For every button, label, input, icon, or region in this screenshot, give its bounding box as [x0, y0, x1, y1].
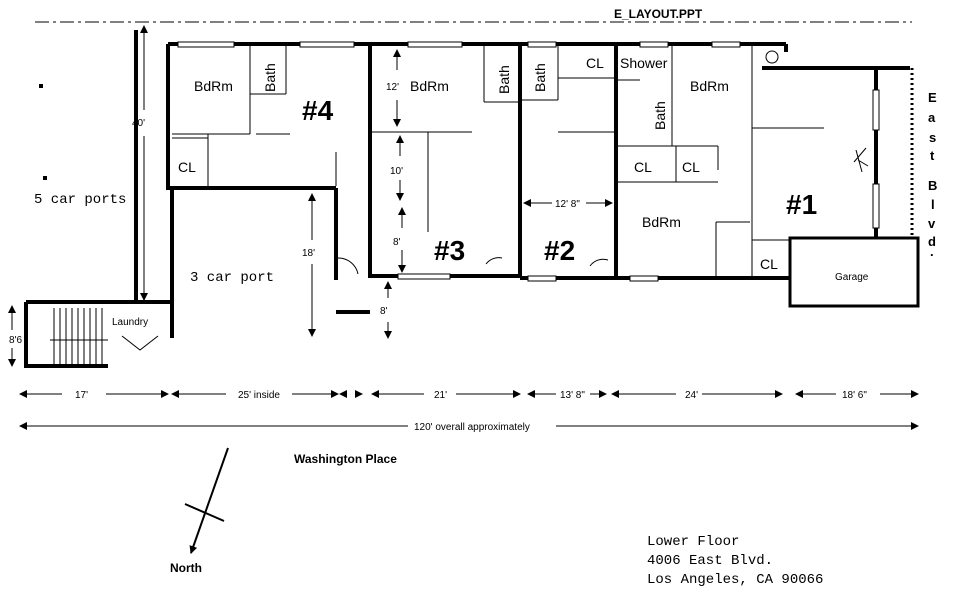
unit-label-2: #2	[544, 235, 575, 266]
carport-marker	[43, 176, 47, 180]
room-label-bath: Bath	[532, 63, 548, 92]
street-letter: a	[928, 110, 936, 125]
carport-marker	[39, 84, 43, 88]
dim-8b: 8'	[380, 306, 388, 317]
room-label-car-ports-5: 5 car ports	[34, 192, 126, 208]
room-label-bath: Bath	[652, 101, 668, 130]
room-label-bath: Bath	[496, 65, 512, 94]
unit-label-4: #4	[302, 95, 334, 126]
dim-18: 18'	[302, 248, 315, 259]
room-label-bath: Bath	[262, 63, 278, 92]
dim-10: 10'	[390, 166, 403, 177]
street-label-washington-place: Washington Place	[294, 452, 397, 466]
street-letter: l	[931, 197, 935, 212]
dim-12: 12'	[386, 82, 399, 93]
walls	[24, 30, 910, 368]
dim-overall: 120' overall approximately	[414, 422, 530, 433]
stairs	[50, 308, 159, 364]
room-label-cl: CL	[586, 55, 604, 71]
room-labels: BdRm Bath CL BdRm Bath Bath CL Shower Bd…	[34, 55, 869, 328]
windows	[177, 41, 880, 282]
street-letter: B	[928, 178, 937, 193]
room-label-garage: Garage	[835, 272, 869, 283]
room-label-cl: CL	[682, 159, 700, 175]
dim-12-8: 12' 8"	[555, 199, 580, 210]
address-line-3: Los Angeles, CA 90066	[647, 572, 823, 588]
street-letter: t	[930, 148, 935, 163]
north-label: North	[170, 561, 202, 575]
dim-8-6: 8'6	[9, 335, 22, 346]
room-label-bdrm: BdRm	[690, 78, 729, 94]
garage-room	[788, 236, 920, 308]
dim-seg-18-6: 18' 6"	[842, 390, 867, 401]
street-letter: v	[928, 216, 936, 231]
unit-labels: #4 #3 #2 #1	[302, 95, 817, 266]
room-label-cl: CL	[760, 256, 778, 272]
dim-seg-17: 17'	[75, 390, 88, 401]
street-letter: E	[928, 90, 937, 105]
room-label-bdrm: BdRm	[410, 78, 449, 94]
doors	[337, 147, 869, 275]
interior-walls	[172, 46, 824, 276]
room-label-cl: CL	[634, 159, 652, 175]
room-label-cl: CL	[178, 159, 196, 175]
street-letter: d	[928, 234, 936, 249]
dim-40: 40'	[132, 118, 145, 129]
unit-label-1: #1	[786, 189, 817, 220]
dim-seg-21: 21'	[434, 390, 447, 401]
room-label-bdrm: BdRm	[194, 78, 233, 94]
room-label-laundry: Laundry	[112, 317, 148, 328]
dim-seg-24: 24'	[685, 390, 698, 401]
unit-label-3: #3	[434, 235, 465, 266]
dim-seg-25: 25' inside	[238, 390, 280, 401]
dim-seg-13-8: 13' 8"	[560, 390, 585, 401]
address-line-2: 4006 East Blvd.	[647, 553, 773, 569]
dim-8a: 8'	[393, 237, 401, 248]
room-label-car-port-3: 3 car port	[190, 270, 274, 286]
north-arrow-icon	[184, 447, 229, 554]
dimension-lines: 40' 12' 10' 8' 8' 18' 12' 8" 8'6 17'	[8, 25, 919, 433]
file-name: E_LAYOUT.PPT	[614, 7, 703, 21]
street-letter: s	[929, 130, 936, 145]
street-letter: .	[930, 244, 934, 259]
street-label-east-blvd: E a s t B l v d .	[928, 90, 937, 259]
room-label-bdrm: BdRm	[642, 214, 681, 230]
room-label-shower: Shower	[620, 55, 668, 71]
address-line-1: Lower Floor	[647, 534, 739, 550]
address-block: Lower Floor 4006 East Blvd. Los Angeles,…	[647, 534, 823, 588]
